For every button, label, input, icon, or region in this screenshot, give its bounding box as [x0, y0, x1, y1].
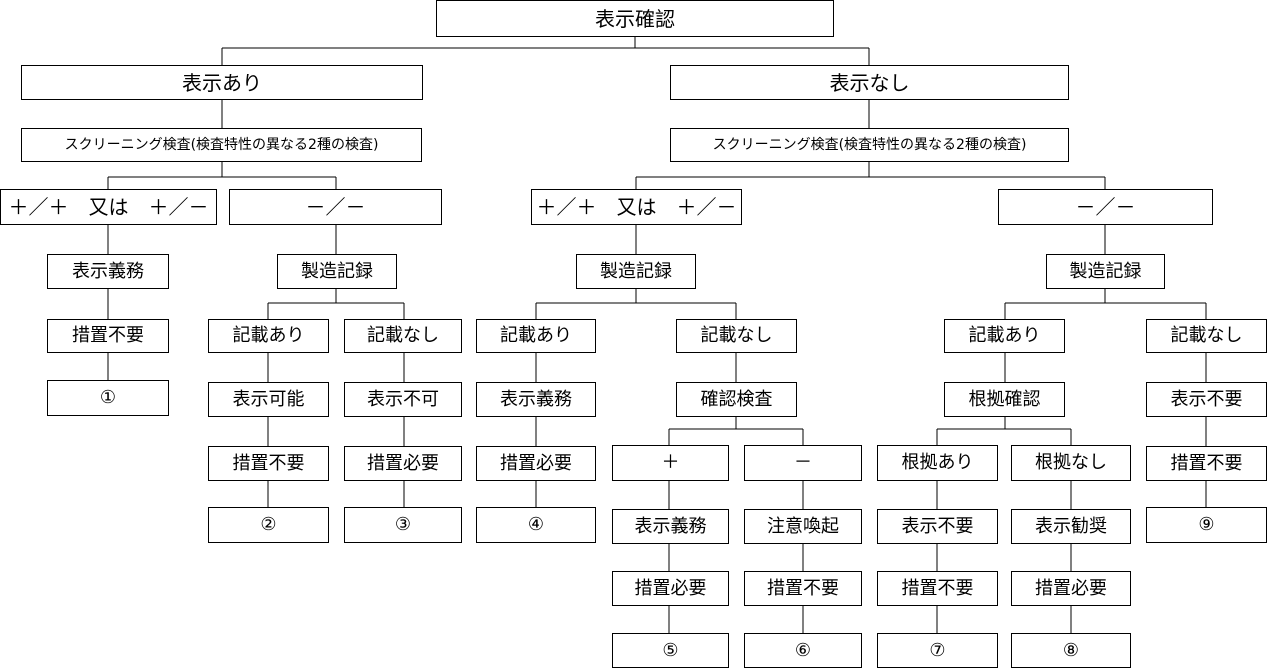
node-seizo-e: 製造記録: [1046, 254, 1165, 289]
root-node: 表示確認: [436, 0, 834, 37]
node-konkyo-kakunin: 根拠確認: [944, 382, 1065, 417]
node-fuyo-f: 表示不要: [877, 509, 998, 544]
node-gimu-a: 表示義務: [47, 254, 169, 289]
node-sochi-fuyo-d: 措置不要: [744, 571, 862, 606]
node-sochi-fuyo-f: 措置不要: [877, 571, 998, 606]
node-kansho: 表示勧奨: [1011, 509, 1131, 544]
node-sochi-hitsuyo-b: 措置必要: [344, 446, 462, 481]
node-plus: ＋: [612, 445, 729, 481]
node-sochi-fuyo-b: 措置不要: [208, 446, 329, 481]
node-gimu-c: 表示義務: [476, 382, 596, 417]
result-pos-left: ＋／＋ 又は ＋／－: [0, 189, 217, 225]
node-label-ari: 表示あり: [21, 65, 423, 100]
result-neg-left: －／－: [229, 189, 442, 225]
node-kisai-ari-e: 記載あり: [944, 319, 1065, 353]
outcome-4: ④: [476, 507, 596, 543]
screening-right: スクリーニング検査(検査特性の異なる2種の検査): [670, 128, 1069, 162]
node-sochi-fuyo-a: 措置不要: [47, 319, 169, 353]
outcome-8: ⑧: [1011, 633, 1131, 668]
outcome-3: ③: [344, 507, 462, 543]
node-sochi-hitsuyo-c: 措置必要: [476, 446, 596, 481]
node-minus: －: [744, 445, 862, 481]
node-kisai-nashi-c: 記載なし: [676, 319, 797, 353]
node-seizo-b: 製造記録: [277, 254, 397, 289]
node-kakunin: 確認検査: [676, 382, 797, 417]
node-fuka: 表示不可: [344, 382, 462, 417]
node-konkyo-ari: 根拠あり: [877, 445, 998, 481]
node-sochi-hitsuyo-d: 措置必要: [612, 571, 729, 606]
result-pos-right: ＋／＋ 又は ＋／－: [531, 189, 742, 225]
outcome-5: ⑤: [612, 633, 729, 668]
node-kisai-ari-b: 記載あり: [208, 319, 329, 353]
node-gimu-d: 表示義務: [612, 509, 729, 544]
node-chui: 注意喚起: [744, 509, 862, 544]
result-neg-right: －／－: [998, 189, 1213, 225]
node-kisai-nashi-b: 記載なし: [344, 319, 462, 353]
node-kisai-ari-c: 記載あり: [476, 319, 596, 353]
node-fuyo-g: 表示不要: [1146, 382, 1267, 417]
node-sochi-hitsuyo-f: 措置必要: [1011, 571, 1131, 606]
outcome-1: ①: [47, 380, 169, 416]
node-kisai-nashi-e: 記載なし: [1146, 319, 1267, 353]
outcome-6: ⑥: [744, 633, 862, 668]
screening-left: スクリーニング検査(検査特性の異なる2種の検査): [21, 128, 422, 162]
node-sochi-fuyo-g: 措置不要: [1146, 446, 1267, 481]
node-label-nashi: 表示なし: [670, 65, 1069, 100]
outcome-9: ⑨: [1146, 507, 1267, 543]
outcome-7: ⑦: [877, 633, 998, 668]
outcome-2: ②: [208, 507, 329, 543]
node-seizo-c: 製造記録: [576, 254, 696, 289]
node-konkyo-nashi: 根拠なし: [1011, 445, 1131, 481]
node-kano: 表示可能: [208, 382, 329, 417]
